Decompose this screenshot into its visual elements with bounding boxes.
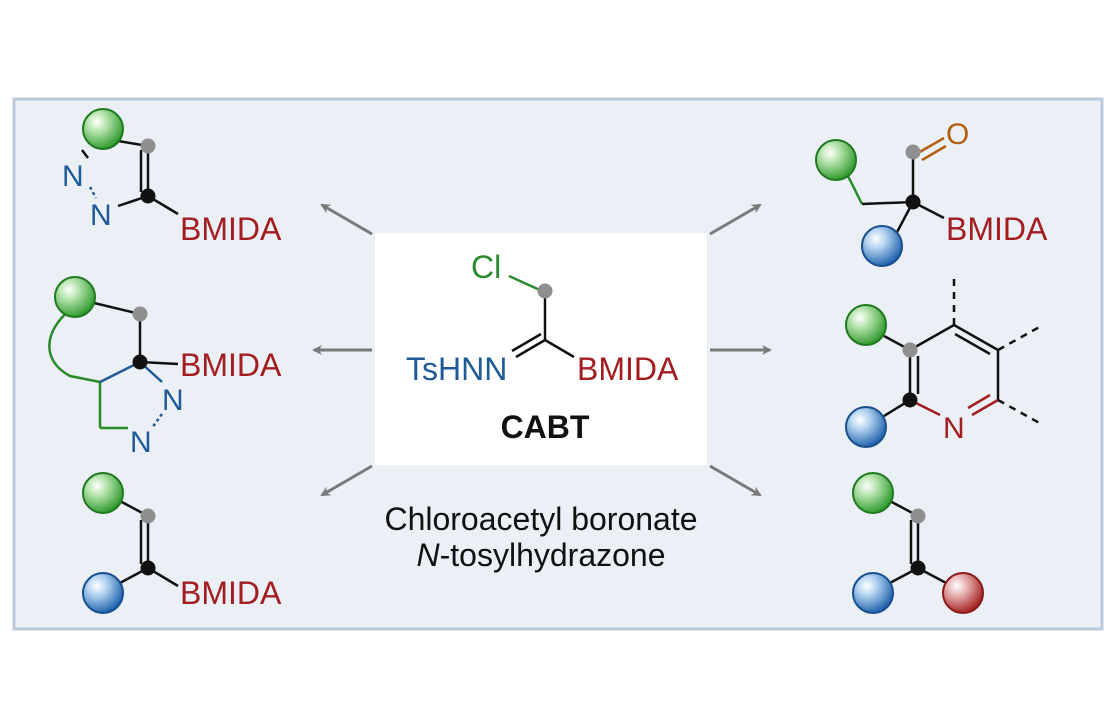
- n-label-bottom: N: [90, 199, 112, 232]
- dashed-substituent: [997, 398, 1044, 427]
- bond: [909, 323, 955, 352]
- caption-line-1: Chloroacetyl boronate: [384, 501, 697, 537]
- vinyl-bmida-label: BMIDA: [180, 575, 282, 611]
- grey-atom: [537, 283, 553, 299]
- black-atom: [140, 188, 156, 204]
- grey-atom: [140, 138, 156, 154]
- green-sphere: [82, 108, 124, 150]
- bond: [953, 323, 999, 352]
- compound-label: CABT: [501, 409, 590, 445]
- arrow-to-aldehyde: [709, 203, 762, 236]
- aldehyde-bmida-label: BMIDA: [946, 211, 1048, 247]
- black-atom: [140, 560, 156, 576]
- grey-atom: [910, 508, 926, 524]
- bond-c-n-double: [967, 393, 991, 410]
- n-label-bottom: N: [130, 426, 152, 459]
- bond: [89, 300, 141, 316]
- red-sphere: [942, 572, 984, 614]
- green-sphere: [54, 276, 96, 318]
- caption-italic-n: N: [417, 537, 441, 573]
- center-box: [375, 233, 707, 465]
- blue-sphere: [852, 572, 894, 614]
- bond-c-n: [971, 398, 999, 417]
- cabt-bmida-label: BMIDA: [577, 351, 679, 387]
- reaction-arrows: [312, 203, 772, 497]
- arrow-to-vinyl: [320, 464, 373, 497]
- bond-double-inner: [954, 332, 991, 356]
- bicyclic-bmida-label: BMIDA: [180, 347, 282, 383]
- bond: [81, 149, 89, 159]
- o-label: O: [946, 118, 969, 151]
- arrow-to-pyrazole: [320, 203, 373, 236]
- pyrazole-product: N N BMIDA: [62, 108, 282, 247]
- bond-green: [846, 175, 864, 205]
- blue-sphere: [845, 406, 887, 448]
- alkene-product: [852, 472, 984, 614]
- cabt-structure: Cl TsHNN BMIDA CABT: [406, 249, 679, 445]
- vinyl-boronate-product: BMIDA: [82, 472, 282, 614]
- bond-c-n-double-a: [515, 338, 546, 359]
- blue-sphere: [861, 225, 903, 267]
- black-atom: [902, 392, 918, 408]
- alpha-boryl-aldehyde-product: O BMIDA: [815, 118, 1048, 267]
- tshnn-label: TsHNN: [406, 351, 507, 387]
- arrow-to-alkene: [709, 464, 762, 497]
- pyrazole-bmida-label: BMIDA: [180, 211, 282, 247]
- bicyclic-pyrazoline-product: BMIDA N N: [48, 276, 282, 459]
- black-atom: [132, 354, 148, 370]
- bond-c-n-double-b: [511, 332, 542, 353]
- n-label-right: N: [162, 384, 184, 417]
- grey-atom: [132, 306, 148, 322]
- n-label-top: N: [62, 160, 84, 193]
- bond-n-n: [88, 186, 98, 199]
- bond-c-o-double: [921, 144, 947, 162]
- pyridine-n-label: N: [943, 412, 965, 445]
- caption-rest: -tosylhydrazone: [440, 537, 666, 573]
- green-sphere: [815, 139, 857, 181]
- grey-atom: [140, 508, 156, 524]
- green-sphere: [845, 304, 887, 346]
- green-sphere: [82, 472, 124, 514]
- grey-atom: [905, 144, 921, 160]
- cl-label: Cl: [471, 249, 501, 285]
- dashed-substituent: [997, 323, 1044, 352]
- black-atom: [910, 560, 926, 576]
- black-atom: [905, 194, 921, 210]
- bond-cl-ch2: [508, 274, 543, 293]
- green-sphere: [852, 472, 894, 514]
- bond-n-n: [150, 413, 164, 429]
- grey-atom: [902, 342, 918, 358]
- bond-c-b: [544, 338, 575, 359]
- blue-sphere: [82, 572, 124, 614]
- bond: [861, 200, 914, 206]
- bond-c-o: [917, 136, 945, 155]
- pyridine-product: N: [845, 275, 1044, 448]
- green-ring-bond: [48, 309, 101, 384]
- caption-line-2: N-tosylhydrazone: [417, 537, 666, 573]
